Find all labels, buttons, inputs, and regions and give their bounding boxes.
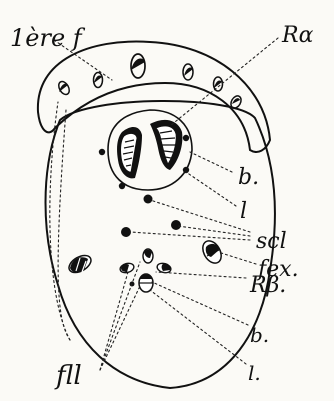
band-organ — [94, 75, 102, 83]
label-r-alpha: Rα — [281, 23, 314, 48]
label-b-upper: b. — [238, 165, 259, 190]
label-l-upper: l — [240, 199, 247, 224]
r-beta-cluster — [119, 249, 172, 292]
band-organ — [184, 67, 193, 76]
label-first-f: 1ère f — [10, 24, 86, 52]
label-l-lower: l. — [248, 361, 261, 385]
label-r-beta: Rβ. — [249, 273, 286, 298]
label-b-lower: b. — [250, 323, 269, 347]
label-fll: fll — [54, 361, 82, 391]
band-organ — [59, 84, 68, 92]
scl-dots — [121, 220, 181, 237]
r-alpha-organ — [117, 120, 182, 179]
label-scl: scl — [256, 229, 287, 254]
band-organ — [131, 58, 145, 70]
